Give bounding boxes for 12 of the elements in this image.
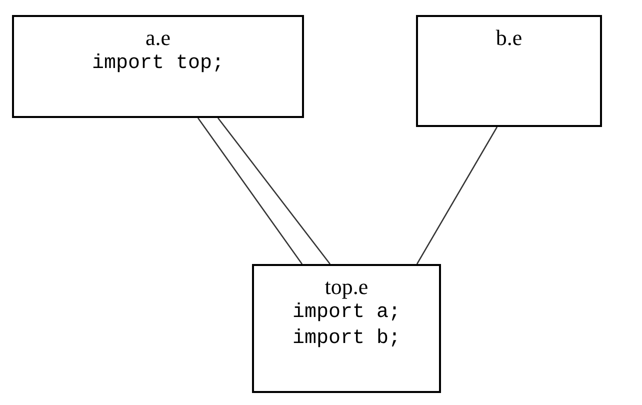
import-statement: import a;	[292, 300, 401, 326]
connector-line	[197, 118, 303, 264]
module-box	[252, 264, 441, 393]
import-statement: import b;	[292, 326, 401, 352]
connector-line	[217, 118, 331, 264]
module-name: a.e	[145, 25, 171, 51]
module-box	[12, 15, 304, 118]
module-name: top.e	[324, 274, 368, 300]
import-statement: import top;	[92, 51, 224, 77]
module-name: b.e	[496, 25, 522, 51]
connector-line	[416, 126, 498, 264]
module-box	[416, 15, 602, 127]
